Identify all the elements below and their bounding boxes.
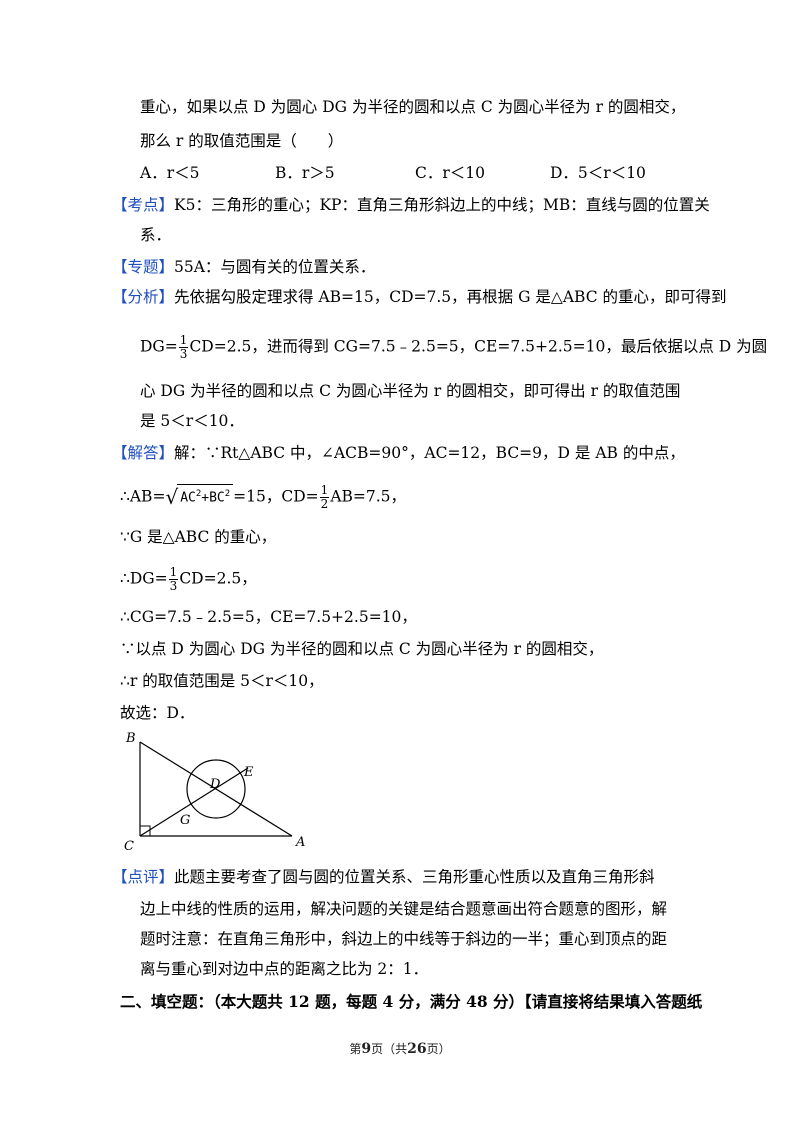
jieda-line-5: ∴CG=7.5﹣2.5=5，CE=7.5+2.5=10， xyxy=(120,608,417,626)
kaodian-line-1: 【考点】K5：三角形的重心；KP：直角三角形斜边上的中线；MB：直线与圆的位置关 xyxy=(112,194,710,216)
zhuanti-text: 55A：与圆有关的位置关系． xyxy=(174,258,376,276)
segment-ce xyxy=(139,767,249,837)
fenxi-line-1: 【分析】先依据勾股定理求得 AB=15，CD=7.5，再根据 G 是△ABC 的… xyxy=(112,286,726,308)
dianping-tag: 【点评】 xyxy=(112,868,175,886)
jieda-line-7: ∴r 的取值范围是 5＜r＜10， xyxy=(120,672,324,690)
right-angle-mark xyxy=(140,825,151,836)
question-line-2: 那么 r 的取值范围是（ ） xyxy=(140,132,344,150)
option-a: A．r＜5 xyxy=(140,164,200,182)
option-b: B．r＞5 xyxy=(275,164,335,182)
sqrt-expression: AC2+BC2 xyxy=(177,484,234,507)
page-number: 9 xyxy=(361,1041,372,1057)
page-footer: 第9页（共26页） xyxy=(349,1041,451,1057)
label-e: E xyxy=(243,765,254,780)
fenxi-tag: 【分析】 xyxy=(112,288,175,306)
circle-d xyxy=(186,759,246,819)
dianping-line-2: 边上中线的性质的运用，解决问题的关键是结合题意画出符合题意的图形，解 xyxy=(140,900,668,918)
kaodian-text: K5：三角形的重心；KP：直角三角形斜边上的中线；MB：直线与圆的位置关 xyxy=(174,196,710,214)
jieda-line-3: ∵G 是△ABC 的重心， xyxy=(120,528,277,546)
kaodian-tag: 【考点】 xyxy=(112,196,175,214)
option-c: C．r＜10 xyxy=(415,164,485,182)
fenxi-line-3: 心 DG 为半径的圆和以点 C 为圆心半径为 r 的圆相交，即可得出 r 的取值… xyxy=(140,382,681,400)
jieda-tag: 【解答】 xyxy=(112,444,175,462)
sqrt-sign: √ xyxy=(165,484,179,509)
dianping-text-1: 此题主要考查了圆与圆的位置关系、三角形重心性质以及直角三角形斜 xyxy=(174,868,655,886)
question-line-1: 重心，如果以点 D 为圆心 DG 为半径的圆和以点 C 为圆心半径为 r 的圆相… xyxy=(140,98,686,116)
fenxi-text-2: CD=2.5，进而得到 CG=7.5﹣2.5=5，CE=7.5+2.5=10，最… xyxy=(189,337,768,356)
jieda-line-6: ∵以点 D 为圆心 DG 为半径的圆和以点 C 为圆心半径为 r 的圆相交， xyxy=(120,640,604,658)
label-a: A xyxy=(295,835,305,850)
label-d: D xyxy=(209,777,221,792)
zhuanti-tag: 【专题】 xyxy=(112,258,175,276)
section-heading: 二、填空题：（本大题共 12 题，每题 4 分，满分 48 分）【请直接将结果填… xyxy=(120,992,703,1011)
jieda-line-1: 【解答】解：∵Rt△ABC 中，∠ACB=90°，AC=12，BC=9，D 是 … xyxy=(112,442,685,464)
fenxi-text: 先依据勾股定理求得 AB=15，CD=7.5，再根据 G 是△ABC 的重心，即… xyxy=(174,288,727,306)
segment-ab xyxy=(139,741,293,837)
label-c: C xyxy=(124,839,134,854)
label-g: G xyxy=(180,813,190,828)
total-pages: 26 xyxy=(407,1041,427,1057)
jieda-line-8: 故选：D． xyxy=(120,704,195,722)
fenxi-line-4: 是 5＜r＜10． xyxy=(140,412,244,430)
label-b: B xyxy=(125,731,136,746)
jieda-text-1: 解：∵Rt△ABC 中，∠ACB=90°，AC=12，BC=9，D 是 AB 的… xyxy=(174,444,685,462)
zhuanti-line: 【专题】55A：与圆有关的位置关系． xyxy=(112,256,375,278)
fenxi-dg-prefix: DG= xyxy=(140,337,178,356)
dianping-line-1: 【点评】此题主要考查了圆与圆的位置关系、三角形重心性质以及直角三角形斜 xyxy=(112,866,655,888)
dianping-line-4: 离与重心到对边中点的距离之比为 2：1． xyxy=(140,960,429,978)
option-d: D．5＜r＜10 xyxy=(550,164,646,182)
triangle-circle-figure: B C A D E G xyxy=(124,731,305,854)
dianping-line-3: 题时注意：在直角三角形中，斜边上的中线等于斜边的一半；重心到顶点的距 xyxy=(140,930,668,948)
kaodian-line-2: 系． xyxy=(140,226,172,244)
